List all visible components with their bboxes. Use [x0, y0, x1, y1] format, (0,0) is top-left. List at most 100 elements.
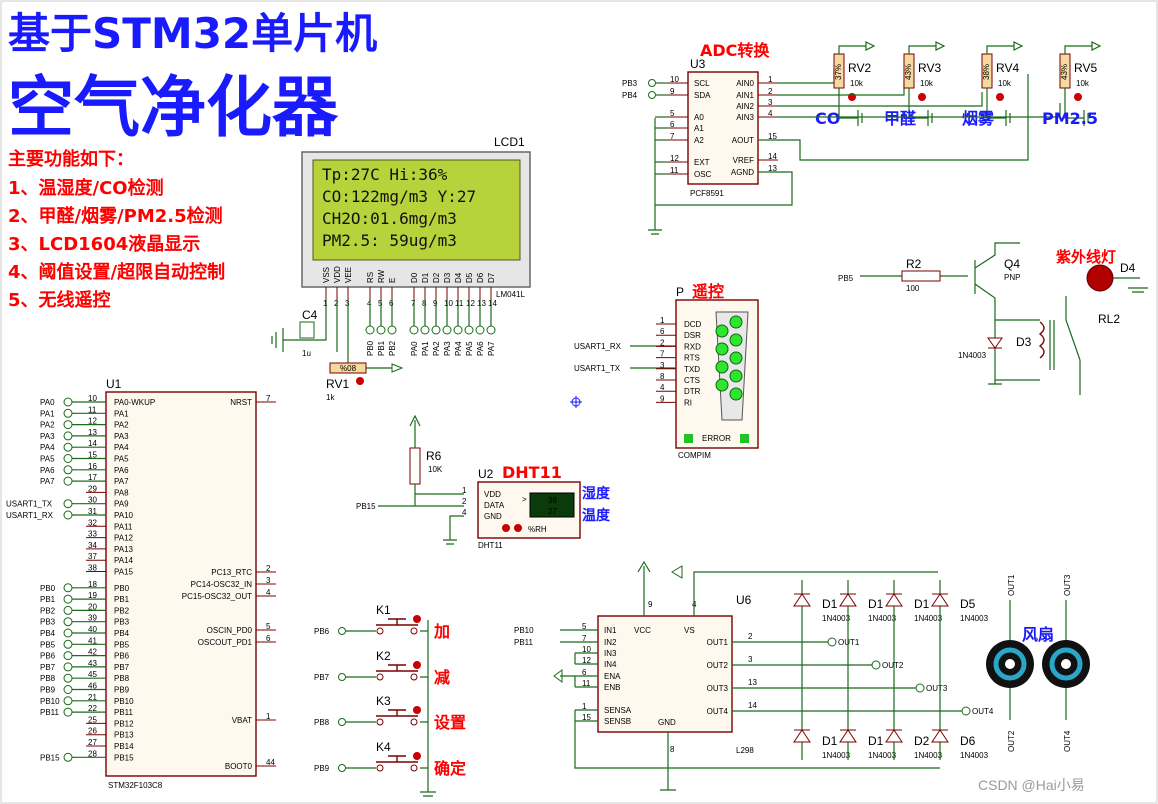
- l298-out-terminal[interactable]: [961, 706, 971, 716]
- l298-out-terminal[interactable]: [915, 683, 925, 693]
- mcu-terminal[interactable]: [63, 499, 73, 509]
- adc-model: PCF8591: [690, 189, 724, 198]
- key-terminal[interactable]: [338, 764, 346, 772]
- key-switch[interactable]: [376, 709, 418, 717]
- fan-2-icon[interactable]: [1042, 600, 1090, 720]
- uv-lamp-section[interactable]: PB5 R2 100 Q4 PNP D3 1N4003 RL2 D4 紫外线灯: [838, 242, 1148, 395]
- mcu-terminal[interactable]: [63, 752, 73, 762]
- key-switch[interactable]: [376, 664, 418, 672]
- mcu-pin-name: PB12: [114, 719, 134, 728]
- compim-pin-name: RTS: [684, 354, 700, 363]
- mcu-pin-number: 10: [88, 394, 97, 403]
- lcd-pin-label: D5: [465, 272, 474, 283]
- mcu-pin-name: PA13: [114, 545, 134, 554]
- mcu-terminal[interactable]: [63, 651, 73, 661]
- fan-1-icon[interactable]: [986, 600, 1034, 720]
- key-switch[interactable]: [376, 618, 418, 626]
- mcu-terminal[interactable]: [63, 583, 73, 593]
- compim-pin-number: 2: [660, 338, 665, 347]
- q4-model: PNP: [1004, 273, 1020, 282]
- mcu-terminal[interactable]: [63, 408, 73, 418]
- mcu-terminal[interactable]: [63, 639, 73, 649]
- feature-2: 2、甲醛/烟雾/PM2.5检测: [8, 205, 223, 227]
- rv1-pot[interactable]: [329, 362, 367, 374]
- key-label: 加: [433, 622, 450, 641]
- lcd-bus-terminal[interactable]: [409, 325, 419, 335]
- lamp-ref: D4: [1120, 261, 1136, 275]
- mcu-pin-name: PA15: [114, 568, 134, 577]
- lcd-bus-terminal[interactable]: [420, 325, 430, 335]
- adc-terminal[interactable]: [648, 91, 656, 99]
- lcd-pin-number: 12: [466, 299, 475, 308]
- d3-ref: D3: [1016, 335, 1032, 349]
- dht-up-icon[interactable]: [514, 524, 522, 532]
- adc-terminal[interactable]: [648, 79, 656, 87]
- mcu-terminal[interactable]: [63, 476, 73, 486]
- mcu-terminal[interactable]: [63, 420, 73, 430]
- lcd-bus-terminal[interactable]: [475, 325, 485, 335]
- fan-term-3: OUT2: [1007, 730, 1016, 752]
- mcu-terminal[interactable]: [63, 696, 73, 706]
- mcu-terminal[interactable]: [63, 707, 73, 717]
- diode-top-ref: D1: [914, 597, 930, 611]
- mcu-terminal[interactable]: [63, 673, 73, 683]
- key-switch[interactable]: [376, 755, 418, 763]
- l298-out-terminal[interactable]: [871, 660, 881, 670]
- mcu-terminal[interactable]: [63, 454, 73, 463]
- adc-pin-name: VREF: [733, 156, 754, 165]
- key-terminal[interactable]: [338, 673, 346, 681]
- compim-led-right: [740, 434, 749, 443]
- mcu-pin-name: PA0-WKUP: [114, 398, 155, 407]
- key-terminal[interactable]: [338, 627, 346, 635]
- mcu-pin-number: 25: [88, 715, 97, 724]
- relay-switch[interactable]: [1065, 296, 1081, 395]
- dht11-section[interactable]: R6 10K PB15 U2 DHT11 DHT11 36 27 > %RH 湿…: [356, 414, 611, 550]
- l298-pin-name: IN2: [604, 638, 617, 647]
- lcd-bus-terminal[interactable]: [486, 325, 496, 335]
- dht-pin-number: 2: [462, 497, 467, 506]
- mcu-pin-name: PB10: [114, 697, 134, 706]
- mcu-terminal[interactable]: [63, 628, 73, 638]
- lcd-bus-terminal[interactable]: [376, 325, 386, 335]
- mcu-pin-number: 12: [88, 417, 97, 426]
- mcu-pin-number: 7: [266, 394, 271, 403]
- l298-pin-name: IN4: [604, 660, 617, 669]
- mcu-terminal[interactable]: [63, 594, 73, 604]
- adc-pin-name: OSC: [694, 170, 712, 179]
- lcd-bus-terminal[interactable]: [464, 325, 474, 335]
- mcu-terminal[interactable]: [63, 605, 73, 615]
- adc-pin-number: 1: [768, 75, 773, 84]
- l298-pin-name: OUT2: [707, 661, 729, 670]
- mcu-terminal[interactable]: [63, 617, 73, 627]
- l298-pin-number: 8: [670, 745, 675, 754]
- compim-model: COMPIM: [678, 451, 711, 460]
- lcd-module[interactable]: LCD1 Tp:27C Hi:36% CO:122mg/m3 Y:27 CH2O…: [301, 135, 531, 308]
- mcu-terminal[interactable]: [63, 510, 73, 520]
- lcd-bus-terminal[interactable]: [431, 325, 441, 335]
- mcu-terminal[interactable]: [63, 431, 73, 441]
- lcd-bus-terminal[interactable]: [453, 325, 463, 335]
- lcd-bus-terminal[interactable]: [442, 325, 452, 335]
- lcd-bus-terminal[interactable]: [365, 325, 375, 335]
- mcu-terminal[interactable]: [63, 442, 73, 452]
- uv-lamp-icon: [1086, 264, 1114, 292]
- mcu-terminal[interactable]: [63, 685, 73, 694]
- mcu-pin-number: 4: [266, 588, 271, 597]
- mcu-terminal[interactable]: [63, 397, 73, 407]
- mcu-terminal[interactable]: [63, 465, 73, 475]
- mcu-terminal[interactable]: [63, 662, 73, 672]
- fan-section[interactable]: 风扇 OUT1 OUT3 OUT2 OUT4: [986, 574, 1090, 752]
- l298-out-terminal[interactable]: [827, 637, 837, 647]
- r2-resistor: [901, 270, 941, 282]
- key-net: PB8: [314, 718, 330, 727]
- dht-down-icon[interactable]: [502, 524, 510, 532]
- q4-ref: Q4: [1004, 257, 1020, 271]
- lcd-bus-terminal[interactable]: [387, 325, 397, 335]
- key-terminal[interactable]: [338, 718, 346, 726]
- rv1-ref: RV1: [326, 377, 349, 391]
- pot-label: PM2.5: [1042, 109, 1098, 128]
